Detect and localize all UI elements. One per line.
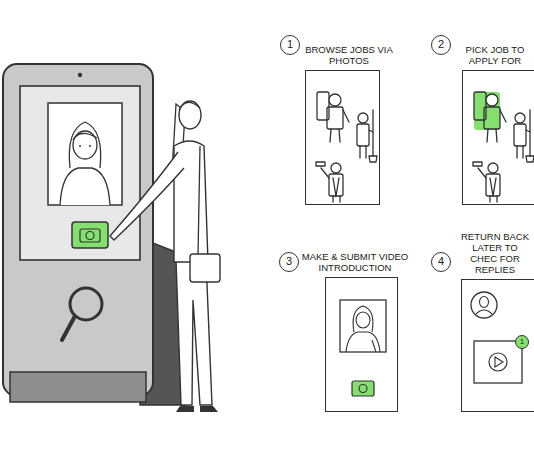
notification-badge: 1 — [515, 335, 529, 349]
callout-number: 2 — [431, 35, 451, 55]
step-panel: PICK JOB TO APPLY FOR — [462, 70, 534, 205]
callout-number: 1 — [280, 35, 300, 55]
step-panel: BROWSE JOBS VIA PHOTOS — [305, 70, 380, 205]
step-caption: BROWSE JOBS VIA PHOTOS — [303, 44, 395, 66]
callout-number: 3 — [279, 252, 299, 272]
step-panel: MAKE & SUBMIT VIDEO INTRODUCTION — [325, 277, 398, 412]
step-caption: MAKE & SUBMIT VIDEO INTRODUCTION — [301, 251, 409, 273]
callout-number: 4 — [431, 252, 451, 272]
step-caption: RETURN BACK LATER TO CHEC FOR REPLIES — [459, 231, 531, 275]
step-caption: PICK JOB TO APPLY FOR — [459, 44, 531, 66]
